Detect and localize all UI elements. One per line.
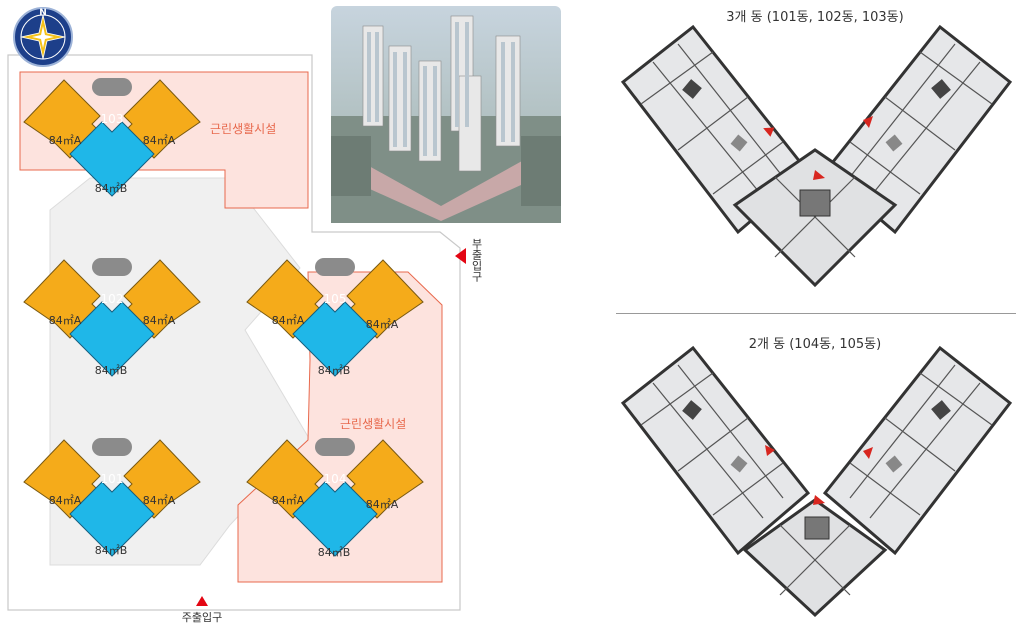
building-105-right-unit: 84㎡A bbox=[365, 318, 399, 331]
building-102-right-unit: 84㎡A bbox=[142, 314, 176, 327]
three-unit-plan-title: 3개 동 (101동, 102동, 103동) bbox=[726, 10, 904, 25]
building-102-bottom-unit: 84㎡B bbox=[94, 364, 128, 377]
site-plan bbox=[7, 54, 466, 611]
sub-entrance-marker bbox=[455, 248, 466, 264]
building-101-right-unit: 84㎡A bbox=[142, 494, 176, 507]
compass-icon bbox=[13, 7, 73, 67]
building-104-right-unit: 84㎡A bbox=[365, 498, 399, 511]
building-105-bottom-unit: 84㎡B bbox=[317, 364, 351, 377]
building-102-number: 102 bbox=[100, 292, 124, 306]
building-101-left-unit: 84㎡A bbox=[48, 494, 82, 507]
aerial-rendering-image bbox=[331, 6, 561, 223]
building-103-number: 103 bbox=[100, 112, 124, 126]
building-104-number: 104 bbox=[323, 472, 347, 486]
building-103-left-unit: 84㎡A bbox=[48, 134, 82, 147]
plan-divider bbox=[616, 313, 1016, 314]
building-104-bottom-unit: 84㎡B bbox=[317, 546, 351, 559]
building-102-left-unit: 84㎡A bbox=[48, 314, 82, 327]
building-105-number: 105 bbox=[323, 292, 347, 306]
facility-label-top: 근린생활시설 bbox=[210, 122, 277, 136]
building-103-right-unit: 84㎡A bbox=[142, 134, 176, 147]
two-unit-plan-title: 2개 동 (104동, 105동) bbox=[748, 337, 882, 352]
building-101-number: 101 bbox=[100, 472, 124, 486]
compass-north-letter: N bbox=[39, 8, 47, 18]
building-103-bottom-unit: 84㎡B bbox=[94, 182, 128, 195]
building-104-left-unit: 84㎡A bbox=[271, 494, 305, 507]
main-entrance-marker bbox=[196, 596, 208, 606]
building-105-left-unit: 84㎡A bbox=[271, 314, 305, 327]
facility-label-right: 근린생활시설 bbox=[340, 417, 407, 431]
sub-entrance-label: 부출입구 bbox=[470, 238, 483, 282]
building-101-bottom-unit: 84㎡B bbox=[94, 544, 128, 557]
main-entrance-label: 주출입구 bbox=[181, 611, 223, 624]
three-unit-floor-plan bbox=[621, 25, 1012, 288]
two-unit-floor-plan bbox=[621, 346, 1012, 618]
